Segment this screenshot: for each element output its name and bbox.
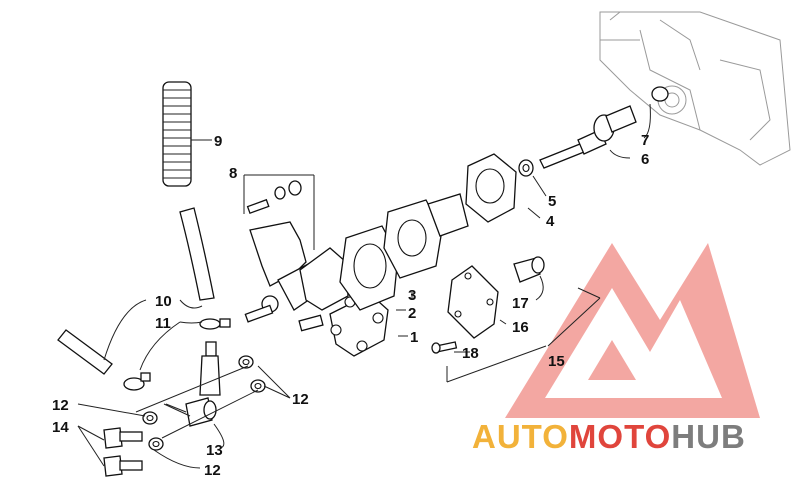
- bushing-part-7: [651, 86, 669, 102]
- callout-15: 15: [548, 353, 565, 370]
- pump-head-part-1: [298, 293, 389, 357]
- callout-labels: 1 2 3 4 5 6 7 8 9 10 11 12 12 12 13 14 1…: [52, 132, 649, 479]
- callout-6: 6: [641, 151, 649, 168]
- callout-7: 7: [641, 132, 649, 149]
- washer-part-12: [142, 355, 266, 451]
- callout-18: 18: [462, 345, 479, 362]
- leader-lines: [77, 103, 651, 469]
- callout-12b: 12: [292, 391, 309, 408]
- callout-2: 2: [408, 305, 416, 322]
- bolt-part-14: [103, 427, 143, 477]
- callout-16: 16: [512, 319, 529, 336]
- plug-part-17: [513, 256, 545, 283]
- bolt-kit-part-8: [246, 180, 302, 215]
- svg-text:AUTOMOTOHUB: AUTOMOTOHUB: [472, 418, 746, 455]
- callout-17: 17: [512, 295, 529, 312]
- callout-12a: 12: [52, 397, 69, 414]
- callout-12c: 12: [204, 462, 221, 479]
- callout-8: 8: [229, 165, 237, 182]
- fitting-part-13: [165, 341, 221, 427]
- washer-part-5: [518, 159, 534, 177]
- callout-3: 3: [408, 287, 416, 304]
- plate-part-3: [383, 193, 469, 279]
- callout-5: 5: [548, 193, 556, 210]
- pump-bracket: [244, 221, 349, 323]
- watermark-hub: HUB: [671, 418, 746, 455]
- watermark-auto: AUTO: [472, 418, 569, 455]
- callout-10: 10: [155, 293, 172, 310]
- gear-shaft-part-6: [539, 105, 637, 169]
- watermark-text: AUTOMOTOHUB: [472, 418, 746, 455]
- clamp-part-11: [123, 318, 231, 391]
- cover-plate-part-16: [447, 265, 499, 339]
- engine-block-outline: [599, 11, 791, 166]
- watermark-logo-icon: [505, 243, 760, 418]
- callout-1: 1: [410, 329, 418, 346]
- callout-11: 11: [155, 315, 171, 332]
- callout-13: 13: [206, 442, 223, 459]
- callout-9: 9: [214, 133, 222, 150]
- watermark-moto: MOTO: [569, 418, 671, 455]
- callout-4: 4: [546, 213, 555, 230]
- screw-part-18: [431, 341, 458, 354]
- hose-part-10: [57, 207, 215, 375]
- spring-part-9: [162, 81, 192, 187]
- callout-14: 14: [52, 419, 69, 436]
- gasket-part-4: [465, 153, 517, 223]
